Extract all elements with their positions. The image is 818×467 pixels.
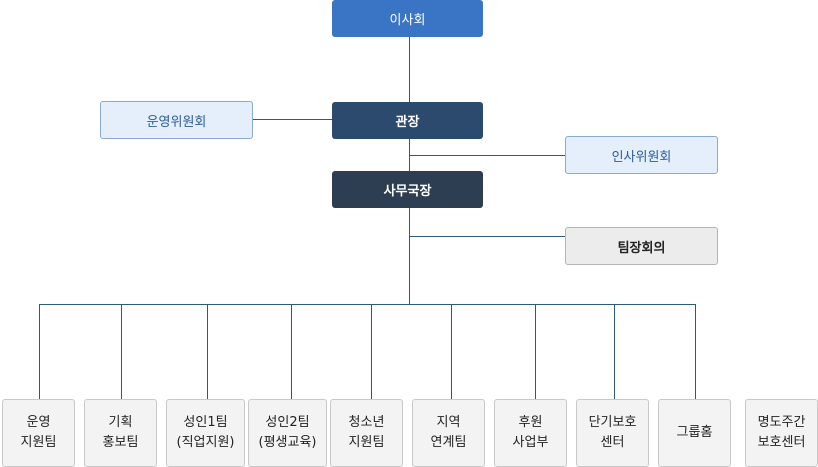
team-label: 기획 홍보팀 <box>102 415 139 450</box>
team-label: 운영 지원팀 <box>20 415 57 450</box>
team-label: 후원 사업부 <box>512 415 549 450</box>
team-label: 청소년 지원팀 <box>348 415 385 450</box>
operations-committee-node: 운영위원회 <box>100 101 253 139</box>
team-drop-line <box>291 304 292 399</box>
team-label: 명도주간 보호센터 <box>757 415 806 450</box>
secretary-general-node: 사무국장 <box>332 171 483 208</box>
team-label: 성인1팀 (직업지원) <box>176 415 235 450</box>
team-label: 그룹홈 <box>676 425 713 440</box>
team-node-operations-support: 운영 지원팀 <box>2 399 75 467</box>
team-drop-line <box>614 304 615 399</box>
board-label: 이사회 <box>389 13 426 28</box>
board-node: 이사회 <box>332 0 483 37</box>
team-node-day-care-center: 명도주간 보호센터 <box>745 399 818 467</box>
team-node-adult-1: 성인1팀 (직업지원) <box>166 399 245 467</box>
personnel-committee-label: 인사위원회 <box>611 149 672 165</box>
team-node-community-link: 지역 연계팀 <box>412 399 485 467</box>
director-node: 관장 <box>332 102 483 139</box>
connector-ops-committee <box>253 119 332 120</box>
team-node-group-home: 그룹홈 <box>658 399 731 467</box>
team-drop-line <box>451 304 452 399</box>
personnel-committee-node: 인사위원회 <box>565 136 718 174</box>
team-drop-line <box>695 304 696 399</box>
team-label: 지역 연계팀 <box>430 415 467 450</box>
operations-committee-label: 운영위원회 <box>146 114 207 130</box>
team-drop-line <box>535 304 536 399</box>
connector-team-meeting <box>409 236 565 237</box>
team-node-adult-2: 성인2팀 (평생교육) <box>248 399 327 467</box>
connector-hr-committee <box>409 155 565 156</box>
team-label: 단기보호 센터 <box>588 415 637 450</box>
team-label: 성인2팀 (평생교육) <box>258 415 317 450</box>
team-drop-line <box>371 304 372 399</box>
team-node-short-term-care: 단기보호 센터 <box>576 399 649 467</box>
team-node-sponsorship: 후원 사업부 <box>494 399 567 467</box>
team-drop-line <box>39 304 40 399</box>
director-label: 관장 <box>395 115 420 130</box>
team-node-planning-pr: 기획 홍보팀 <box>84 399 157 467</box>
team-bus-line <box>39 304 696 305</box>
team-node-youth-support: 청소년 지원팀 <box>330 399 403 467</box>
team-leader-meeting-label: 팀장회의 <box>617 240 666 256</box>
connector-secgen-to-bus <box>409 208 410 305</box>
team-drop-line <box>121 304 122 399</box>
team-drop-line <box>207 304 208 399</box>
team-leader-meeting-node: 팀장회의 <box>565 227 718 265</box>
secretary-general-label: 사무국장 <box>383 184 432 199</box>
